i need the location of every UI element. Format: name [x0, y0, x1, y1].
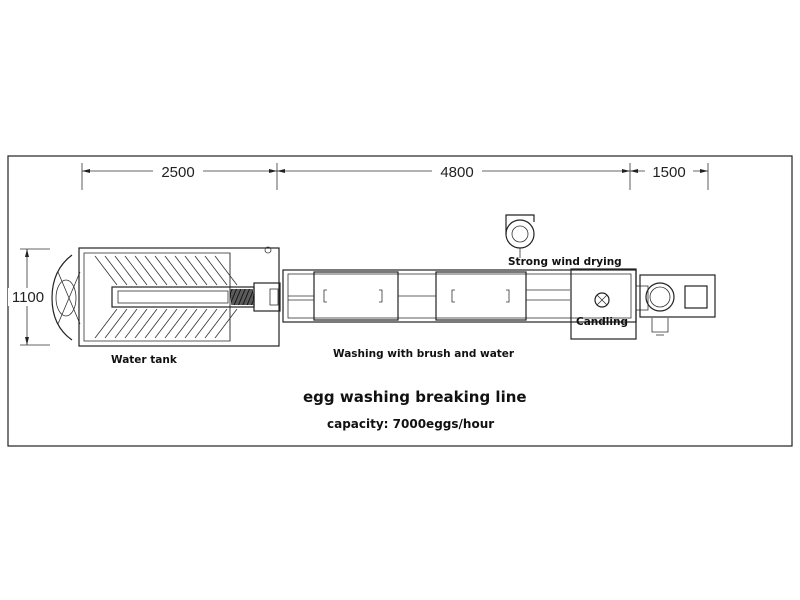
- label-washing: Washing with brush and water: [333, 348, 515, 360]
- dimension-lines: [20, 163, 709, 346]
- washing-unit: [282, 269, 637, 323]
- capacity-text: capacity: 7000eggs/hour: [327, 417, 494, 431]
- dim-1100: 1100: [12, 289, 44, 306]
- dim-4800: 4800: [440, 164, 473, 181]
- drawing-title: egg washing breaking line: [303, 388, 527, 406]
- dim-1500: 1500: [652, 164, 685, 181]
- water-tank: [78, 246, 281, 347]
- label-water-tank: Water tank: [111, 354, 178, 366]
- dim-2500: 2500: [161, 164, 194, 181]
- egg-loader: [51, 254, 81, 341]
- label-candling: Candling: [576, 316, 628, 328]
- breaking-machine: [639, 274, 716, 336]
- label-drying: Strong wind drying: [508, 256, 622, 268]
- candling-unit: [570, 268, 649, 340]
- drying-fan: [505, 214, 535, 258]
